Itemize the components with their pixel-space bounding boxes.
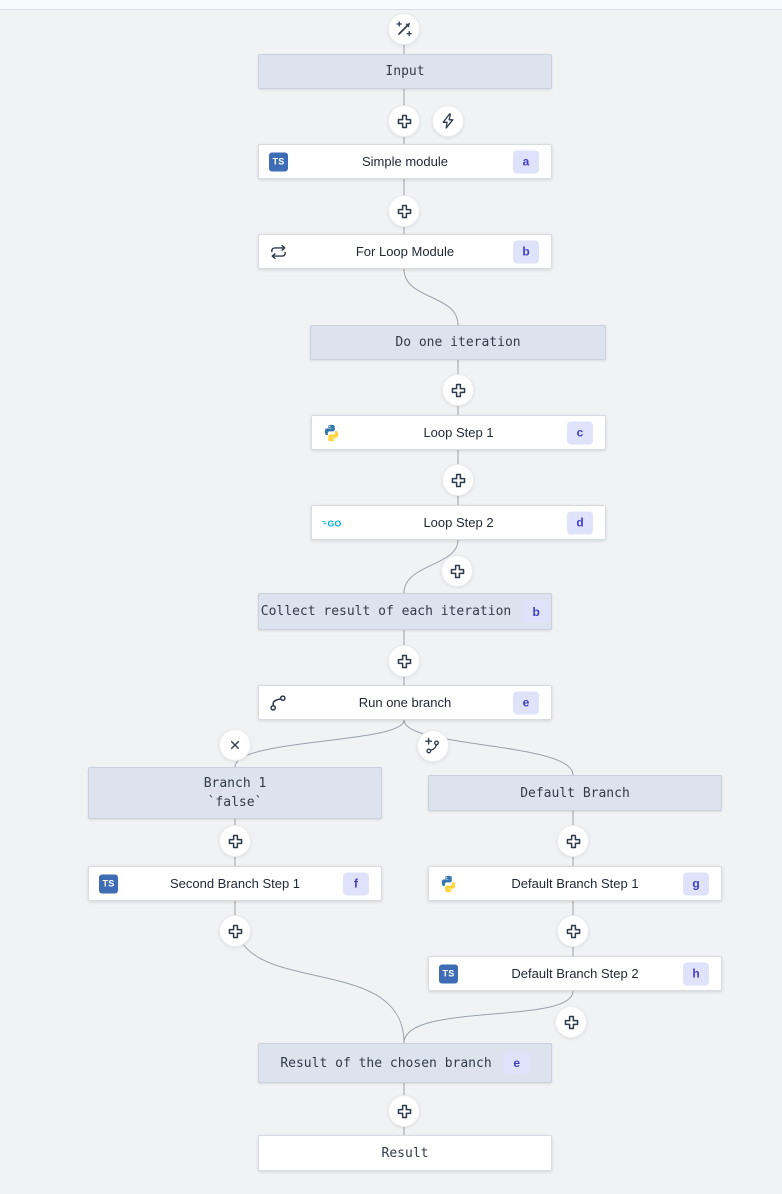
result-node[interactable]: Result	[258, 1135, 552, 1171]
canvas-top-border	[0, 0, 782, 10]
step-id-badge: e	[513, 691, 539, 714]
node-label: Do one iteration	[395, 335, 521, 350]
typescript-icon-text: TS	[269, 152, 288, 171]
typescript-icon: TS	[99, 874, 118, 893]
connector-path	[403, 268, 459, 326]
add-step-button[interactable]	[219, 825, 251, 857]
node-label: Result	[381, 1145, 429, 1161]
add-step-button[interactable]	[388, 195, 420, 227]
connector-path	[403, 539, 459, 594]
x-icon	[230, 740, 240, 750]
step-node-default-branch-step-1[interactable]: Default Branch Step 1 g	[428, 866, 722, 901]
plus-icon	[566, 924, 580, 938]
plus-icon	[397, 654, 411, 668]
plus-icon	[566, 834, 580, 848]
step-node-run-one-branch[interactable]: Run one branch e	[258, 685, 552, 720]
plus-icon	[564, 1015, 578, 1029]
trigger-button[interactable]	[432, 105, 464, 137]
python-icon	[322, 423, 341, 442]
node-label: Run one branch	[358, 695, 452, 710]
default-branch-node[interactable]: Default Branch	[428, 775, 722, 811]
plus-icon	[228, 834, 242, 848]
typescript-icon-text: TS	[99, 874, 118, 893]
add-step-button[interactable]	[442, 464, 474, 496]
node-label: Loop Step 1	[423, 425, 494, 440]
branch-result-node[interactable]: Result of the chosen branch e	[258, 1043, 552, 1083]
node-label: Simple module	[362, 154, 448, 169]
step-node-second-branch-step-1[interactable]: TS Second Branch Step 1 f	[88, 866, 382, 901]
step-node-simple-module[interactable]: TS Simple module a	[258, 144, 552, 179]
add-step-button[interactable]	[557, 825, 589, 857]
loop-collect-node[interactable]: Collect result of each iteration b	[258, 593, 552, 630]
typescript-icon: TS	[439, 964, 458, 983]
connector-path	[234, 719, 405, 768]
add-step-button[interactable]	[441, 555, 473, 587]
loop-iteration-node[interactable]: Do one iteration	[310, 325, 606, 360]
zap-icon	[442, 113, 454, 129]
connector-path	[403, 990, 574, 1044]
plus-icon	[451, 383, 465, 397]
step-node-default-branch-step-2[interactable]: TS Default Branch Step 2 h	[428, 956, 722, 991]
ai-flow-builder-button[interactable]	[388, 13, 420, 45]
add-step-button[interactable]	[388, 1095, 420, 1127]
add-step-button[interactable]	[388, 105, 420, 137]
add-step-button[interactable]	[388, 645, 420, 677]
step-node-loop-step-2[interactable]: GO Loop Step 2 d	[311, 505, 606, 540]
step-node-for-loop-module[interactable]: For Loop Module b	[258, 234, 552, 269]
add-step-button[interactable]	[219, 915, 251, 947]
branch-label: Branch 1	[203, 776, 267, 791]
step-id-badge: h	[683, 962, 709, 985]
step-id-badge: d	[567, 511, 593, 534]
step-node-loop-step-1[interactable]: Loop Step 1 c	[311, 415, 606, 450]
typescript-icon-text: TS	[439, 964, 458, 983]
step-id-badge: g	[683, 872, 709, 895]
plus-icon	[397, 114, 411, 128]
wand-sparkles-icon	[396, 21, 412, 37]
remove-branch-button[interactable]	[219, 729, 251, 761]
add-branch-icon	[425, 737, 439, 754]
node-label: Result of the chosen branch	[280, 1055, 492, 1071]
branch-label: Default Branch	[520, 785, 630, 801]
input-node[interactable]: Input	[258, 54, 552, 89]
step-id-badge: b	[523, 600, 550, 623]
add-step-button[interactable]	[557, 915, 589, 947]
go-icon-text: GO	[328, 518, 342, 528]
connector-path	[234, 901, 405, 1044]
add-branch-button[interactable]	[417, 730, 449, 762]
branch-1-node[interactable]: Branch 1 `false`	[88, 767, 382, 819]
add-step-button[interactable]	[442, 374, 474, 406]
connector-path	[403, 719, 574, 776]
node-label: For Loop Module	[355, 244, 455, 259]
step-id-badge: a	[513, 150, 539, 173]
plus-icon	[228, 924, 242, 938]
add-step-button[interactable]	[555, 1006, 587, 1038]
typescript-icon: TS	[269, 152, 288, 171]
node-label: Loop Step 2	[423, 515, 494, 530]
plus-icon	[450, 564, 464, 578]
plus-icon	[397, 204, 411, 218]
python-icon	[439, 874, 458, 893]
step-id-badge: b	[513, 240, 539, 263]
node-label: Input	[385, 64, 425, 79]
node-label: Collect result of each iteration	[260, 604, 512, 619]
node-label: Default Branch Step 1	[511, 876, 639, 891]
repeat-icon	[269, 244, 288, 259]
git-branch-icon	[269, 694, 287, 712]
plus-icon	[397, 1104, 411, 1118]
plus-icon	[451, 473, 465, 487]
step-id-badge: f	[343, 872, 369, 895]
node-label: Second Branch Step 1	[169, 876, 301, 891]
branch-condition: `false`	[207, 795, 263, 810]
step-id-badge: c	[567, 421, 593, 444]
node-label: Default Branch Step 2	[511, 966, 639, 981]
step-id-badge: e	[503, 1051, 530, 1075]
go-icon: GO	[322, 517, 344, 529]
